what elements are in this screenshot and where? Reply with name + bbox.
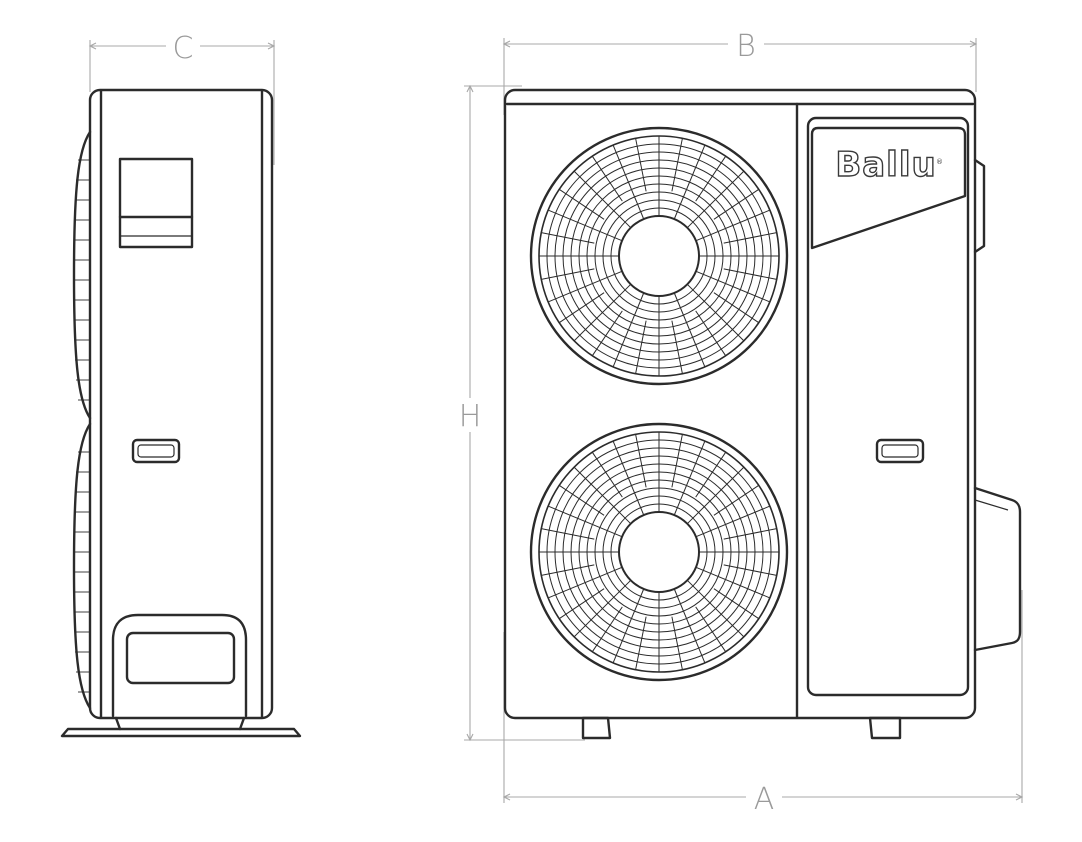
dimension-label-h: H: [459, 399, 482, 434]
dimension-c: C: [88, 31, 276, 165]
front-view: B H A: [459, 29, 1024, 817]
dimension-label-c: C: [173, 31, 194, 66]
svg-text:Ballu: Ballu: [835, 145, 936, 185]
side-service-panel: [118, 157, 194, 249]
side-upper-fan-guard: [72, 130, 92, 420]
dimension-label-a: A: [754, 782, 775, 817]
top-right-side-bracket: [973, 158, 986, 254]
front-handle: [875, 438, 925, 464]
side-base-plate: [60, 727, 302, 738]
front-foot-left: [581, 716, 612, 740]
side-pipe-opening: [125, 631, 236, 685]
side-bottom-cover: [111, 613, 248, 718]
side-view: C: [60, 31, 302, 738]
side-fan-guard-hatching: [74, 159, 90, 693]
logo-plate: [810, 126, 967, 250]
dimension-b: B: [502, 29, 978, 115]
brand-logo: Ballu ®: [835, 144, 943, 185]
upper-fan-grille: [529, 126, 789, 386]
front-service-panel: [806, 116, 970, 697]
dimension-h: H: [459, 84, 585, 742]
side-lower-fan-guard: [72, 422, 92, 710]
lower-fan-grille: [529, 422, 789, 682]
valve-cover: [973, 486, 1022, 652]
front-cabinet: [503, 88, 977, 720]
dimension-label-b: B: [736, 29, 756, 64]
side-cabinet: [88, 88, 274, 720]
side-handle: [131, 438, 181, 464]
front-foot-right: [868, 716, 902, 740]
svg-text:®: ®: [936, 158, 943, 166]
dimension-a: A: [502, 590, 1024, 817]
